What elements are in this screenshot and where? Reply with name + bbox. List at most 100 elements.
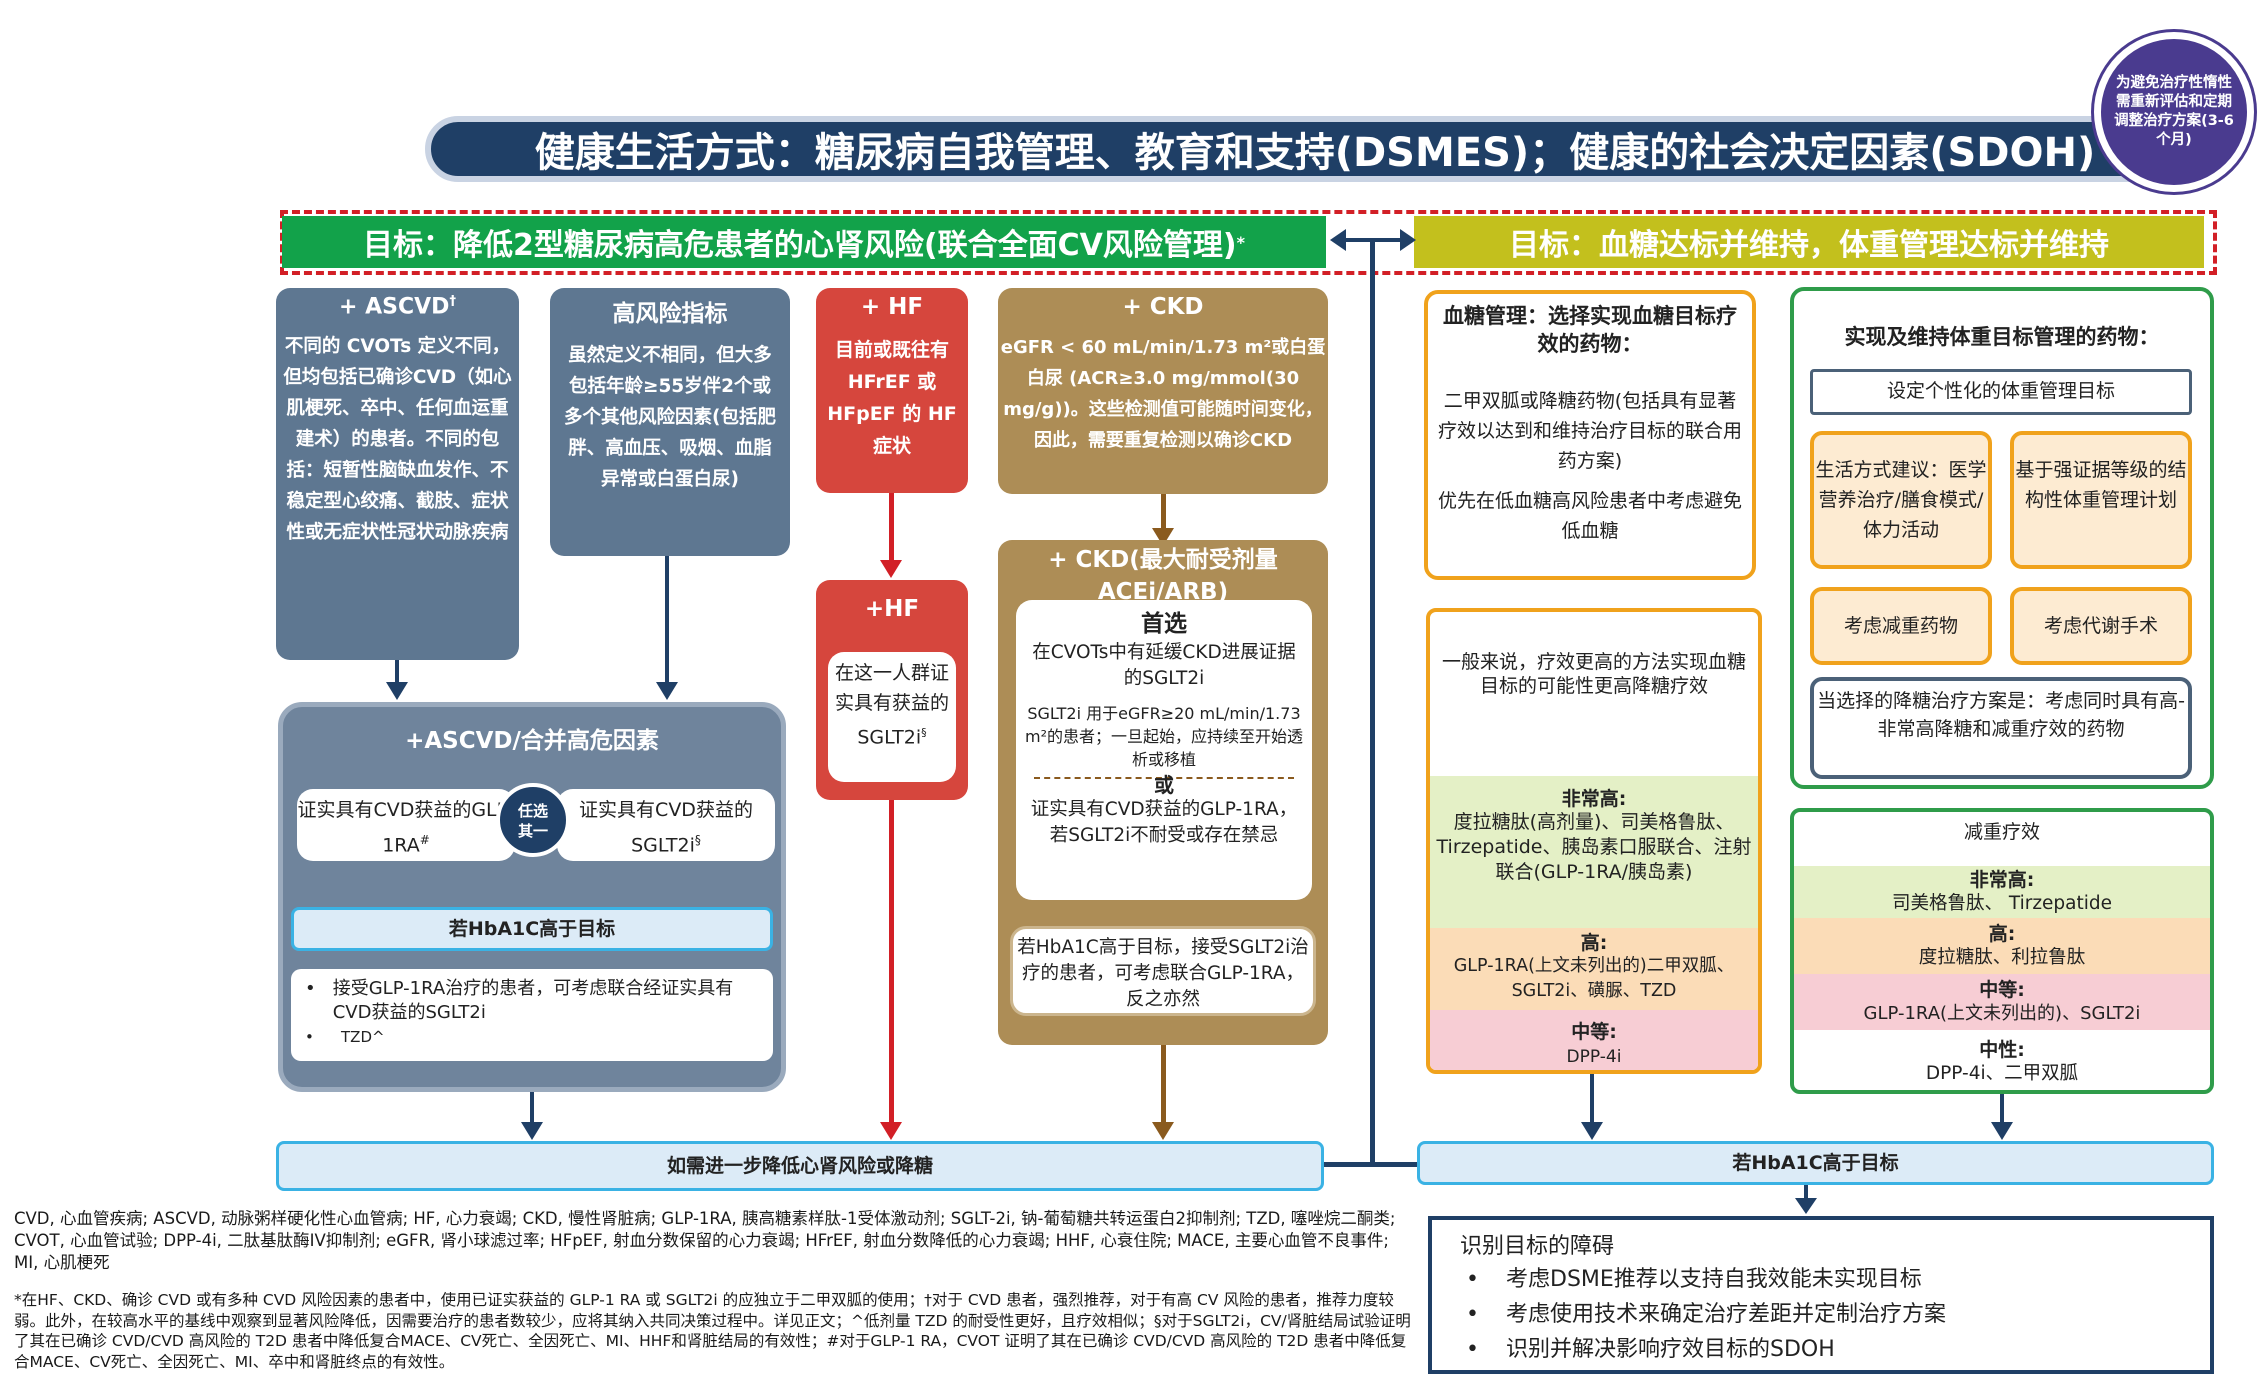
arrowhead-hf bbox=[880, 560, 902, 578]
combo-glp1-sup: # bbox=[419, 833, 430, 847]
footnote-notes: *在HF、CKD、确诊 CVD 或有多种 CVD 风险因素的患者中，使用已证实获… bbox=[14, 1291, 1411, 1371]
arrowhead-weight bbox=[1991, 1122, 2013, 1140]
hf-sglt2-sup: § bbox=[921, 726, 927, 739]
ckd-box: + CKD eGFR < 60 mL/min/1.73 m²或白蛋白尿 (ACR… bbox=[998, 288, 1328, 494]
weight-eff: 减重疗效 bbox=[1963, 821, 2040, 843]
hf-box: + HF 目前或既往有 HFrEF 或 HFpEF 的 HF 症状 bbox=[816, 288, 968, 493]
arrow-risk bbox=[665, 556, 669, 688]
glucose-m: DPP-4i bbox=[1566, 1047, 1622, 1067]
glucose-vh-title: 非常高: bbox=[1561, 788, 1627, 810]
arrow-weight bbox=[2000, 1094, 2004, 1130]
ascvd-sup: † bbox=[449, 294, 456, 309]
ckd-or: 或 bbox=[1154, 773, 1174, 797]
bottom-right-bar: 若HbA1C高于目标 bbox=[1417, 1141, 2214, 1185]
ckd-pref-body: 在CVOTs中有延缓CKD进展证据的SGLT2i bbox=[1032, 642, 1296, 689]
weight-efficacy-box: 减重疗效 非常高: 司美格鲁肽、 Tirzepatide 高: 度拉糖肽、利拉鲁… bbox=[1790, 808, 2214, 1094]
goal-left-sup: * bbox=[1236, 232, 1245, 252]
weight-goal: 设定个性化的体重管理目标 bbox=[1810, 369, 2192, 415]
combo-glp1-text: 证实具有CVD获益的GLP-1RA bbox=[297, 799, 515, 857]
goal-connector-left-arrow bbox=[1330, 229, 1346, 251]
combo-note-2: TZD^ bbox=[341, 1028, 385, 1046]
glucose-vh: 度拉糖肽(高剂量)、司美格鲁肽、Tirzepatide、胰岛素口服联合、注射联合… bbox=[1436, 811, 1752, 883]
combo-sglt2-text: 证实具有CVD获益的SGLT2i bbox=[579, 799, 753, 857]
glucose-box: 血糖管理：选择实现血糖目标疗效的药物： 二甲双胍或降糖药物(包括具有显著疗效以达… bbox=[1424, 290, 1756, 580]
barrier-item: • 考虑DSME推荐以支持自我效能未实现目标 bbox=[1460, 1262, 2182, 1297]
barrier-text: 考虑DSME推荐以支持自我效能未实现目标 bbox=[1506, 1267, 1922, 1292]
combo-glp1: 证实具有CVD获益的GLP-1RA# bbox=[297, 789, 515, 861]
ckd-box-2: + CKD(最大耐受剂量ACEi/ARB) 首选 在CVOTs中有延缓CKD进展… bbox=[998, 540, 1328, 1045]
barrier-item: •考虑使用技术来确定治疗差距并定制治疗方案 bbox=[1460, 1297, 2182, 1332]
weight-surgery: 考虑代谢手术 bbox=[2010, 587, 2192, 665]
combo-sglt2-sup: § bbox=[694, 833, 701, 847]
glucose-high: 高: GLP-1RA(上文未列出的)二甲双胍、SGLT2i、磺脲、TZD bbox=[1430, 928, 1758, 1010]
goal-left-text: 目标：降低2型糖尿病高危患者的心肾风险(联合全面CV风险管理) bbox=[363, 228, 1237, 263]
hf-sglt2: 在这一人群证实具有获益的SGLT2i§ bbox=[828, 652, 956, 782]
weight-when: 当选择的降糖治疗方案是：考虑同时具有高-非常高降糖和减重疗效的药物 bbox=[1810, 677, 2192, 779]
weight-neutral: 中性: DPP-4i、二甲双胍 bbox=[1794, 1030, 2210, 1090]
arrow-ascvd bbox=[395, 660, 399, 688]
arrowhead-ckd-2 bbox=[1152, 1122, 1174, 1140]
hf-box-2: +HF 在这一人群证实具有获益的SGLT2i§ bbox=[816, 580, 968, 800]
ascvd-title: + ASCVD bbox=[339, 294, 450, 320]
weight-moderate: 中等: GLP-1RA(上文未列出的)、SGLT2i bbox=[1794, 974, 2210, 1030]
ascvd-body: 不同的 CVOTs 定义不同，但均包括已确诊CVD（如心肌梗死、卒中、任何血运重… bbox=[283, 336, 512, 544]
ckd-body: eGFR < 60 mL/min/1.73 m²或白蛋白尿 (ACR≥3.0 m… bbox=[1000, 337, 1326, 451]
combo-hba1c: 若HbA1C高于目标 bbox=[291, 907, 773, 951]
weight-vh-title: 非常高: bbox=[1969, 869, 2035, 891]
risk-title: 高风险指标 bbox=[612, 301, 728, 327]
weight-very-high: 非常高: 司美格鲁肽、 Tirzepatide bbox=[1794, 866, 2210, 918]
weight-m: GLP-1RA(上文未列出的)、SGLT2i bbox=[1863, 1003, 2141, 1024]
glucose-efficacy-box: 一般来说，疗效更高的方法实现血糖目标的可能性更高降糖疗效 非常高: 度拉糖肽(高… bbox=[1426, 608, 1762, 1074]
bullet: • bbox=[305, 978, 316, 999]
weight-m-title: 中等: bbox=[1979, 979, 2025, 1001]
weight-n: DPP-4i、二甲双胍 bbox=[1925, 1063, 2079, 1084]
bullet: • bbox=[1466, 1267, 1479, 1292]
ckd-pref-title: 首选 bbox=[1141, 611, 1187, 637]
barriers-title: 识别目标的障碍 bbox=[1460, 1234, 1615, 1259]
barrier-item: • 识别并解决影响疗效目标的SDOH bbox=[1460, 1332, 2182, 1367]
barrier-text: 识别并解决影响疗效目标的SDOH bbox=[1506, 1337, 1835, 1362]
combo-notes: • 接受GLP-1RA治疗的患者，可考虑联合经证实具有CVD获益的SGLT2i •… bbox=[291, 969, 773, 1061]
arrow-combo bbox=[530, 1092, 534, 1130]
weight-n-title: 中性: bbox=[1979, 1039, 2025, 1061]
arrowhead-glucose bbox=[1581, 1122, 1603, 1140]
arrowhead-risk bbox=[656, 682, 678, 700]
arrow-hf bbox=[889, 493, 894, 565]
combo-title: +ASCVD/合并高危因素 bbox=[405, 728, 659, 754]
ckd-hba1c-note: 若HbA1C高于目标，接受SGLT2i治疗的患者，可考虑联合GLP-1RA，反之… bbox=[1010, 926, 1316, 1016]
arrow-glucose bbox=[1590, 1074, 1594, 1130]
bullet: • bbox=[305, 1028, 314, 1046]
glucose-h: GLP-1RA(上文未列出的)二甲双胍、SGLT2i、磺脲、TZD bbox=[1453, 956, 1735, 1001]
glucose-m-title: 中等: bbox=[1571, 1021, 1617, 1043]
glucose-title: 血糖管理：选择实现血糖目标疗效的药物： bbox=[1443, 304, 1737, 356]
combo-note-1: 接受GLP-1RA治疗的患者，可考虑联合经证实具有CVD获益的SGLT2i bbox=[332, 978, 734, 1023]
weight-lifestyle: 生活方式建议：医学营养治疗/膳食模式/体力活动 bbox=[1810, 431, 1992, 569]
weight-h: 度拉糖肽、利拉鲁肽 bbox=[1918, 947, 2086, 968]
hf-body: 目前或既往有 HFrEF 或 HFpEF 的 HF 症状 bbox=[827, 339, 957, 457]
footnote-abbreviations: CVD, 心血管疾病; ASCVD, 动脉粥样硬化性心血管病; HF, 心力衰竭… bbox=[14, 1209, 1396, 1272]
bullet: • bbox=[1466, 1337, 1479, 1362]
barriers-box: 识别目标的障碍 • 考虑DSME推荐以支持自我效能未实现目标 •考虑使用技术来确定… bbox=[1428, 1216, 2214, 1374]
pick-one-badge: 任选其一 bbox=[496, 783, 570, 857]
glucose-moderate: 中等: DPP-4i bbox=[1430, 1010, 1758, 1070]
goal-left: 目标：降低2型糖尿病高危患者的心肾风险(联合全面CV风险管理)* bbox=[282, 216, 1326, 268]
risk-body: 虽然定义不相同，但大多包括年龄≥55岁伴2个或多个其他风险因素(包括肥胖、高血压… bbox=[564, 345, 776, 490]
hf-title: + HF bbox=[860, 294, 924, 320]
lifestyle-banner: 健康生活方式：糖尿病自我管理、教育和支持(DSMES)；健康的社会决定因素(SD… bbox=[425, 116, 2205, 182]
center-vertical-line bbox=[1370, 240, 1375, 1165]
weight-h-title: 高: bbox=[1988, 923, 2016, 945]
goal-right: 目标：血糖达标并维持，体重管理达标并维持 bbox=[1414, 216, 2204, 268]
bullet: • bbox=[1466, 1302, 1479, 1327]
ascvd-box: + ASCVD† 不同的 CVOTs 定义不同，但均包括已确诊CVD（如心肌梗死… bbox=[276, 288, 519, 660]
weight-box: 实现及维持体重目标管理的药物： 设定个性化的体重管理目标 生活方式建议：医学营养… bbox=[1790, 287, 2214, 789]
arrowhead-combo bbox=[521, 1122, 543, 1140]
ckd-title: + CKD bbox=[1122, 294, 1204, 320]
arrow-hf-2 bbox=[889, 800, 894, 1130]
reassess-text: 为避免治疗性惰性需重新评估和定期调整治疗方案(3-6个月) bbox=[2114, 75, 2234, 148]
glucose-p1: 二甲双胍或降糖药物(包括具有显著疗效以达到和维持治疗目标的联合用药方案) bbox=[1438, 390, 1743, 472]
hf-title-2: +HF bbox=[864, 596, 920, 622]
glucose-eff: 一般来说，疗效更高的方法实现血糖目标的可能性更高降糖疗效 bbox=[1441, 651, 1746, 697]
banner-title: 健康生活方式：糖尿病自我管理、教育和支持(DSMES)；健康的社会决定因素(SD… bbox=[534, 130, 2096, 176]
arrowhead-barriers bbox=[1795, 1198, 1817, 1214]
arrowhead-hf-2 bbox=[880, 1122, 902, 1140]
